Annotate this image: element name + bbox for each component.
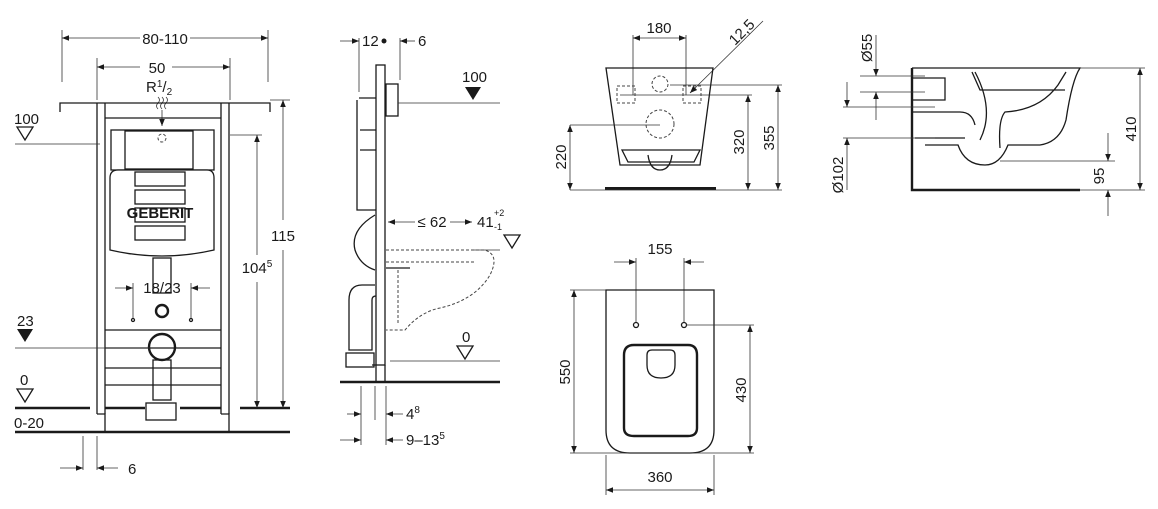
level-0-side-label: 0	[462, 329, 470, 346]
pan-top-view: 155 550 430 360	[557, 241, 754, 495]
level-23-label: 23	[17, 313, 34, 330]
dim-offset-4: 48	[406, 405, 420, 423]
dim-height-total: 115	[271, 228, 295, 245]
dim-foot-offset: 6	[128, 461, 136, 478]
dim-fixing-spacing: 180	[646, 20, 671, 37]
brand-logo: GEBERIT	[127, 205, 194, 222]
dim-fixing-diameter: 12,5	[726, 16, 759, 49]
level-100-label: 100	[14, 111, 39, 128]
dim-fixing-height: 320	[731, 129, 748, 154]
dim-offset-9: 9–135	[406, 431, 445, 449]
dim-width: 360	[647, 469, 672, 486]
label-water-inlet: R1/2	[146, 79, 173, 98]
dim-inlet-diameter: Ø55	[859, 34, 876, 62]
dim-bowl-depth: ≤ 62	[417, 214, 446, 231]
dim-height-cistern: 1045	[242, 259, 273, 277]
floor-range-label: 0-20	[14, 415, 44, 432]
level-0-label: 0	[20, 372, 28, 389]
dim-inner-width: 50	[149, 60, 166, 77]
dim-outlet-offset: 95	[1091, 168, 1108, 185]
dim-length: 550	[557, 359, 574, 384]
dim-drain-spacing: 18/23	[143, 280, 181, 297]
frame-front-view: 80-110 50 R1/2 GEBERIT 18/23 100	[14, 30, 295, 478]
dim-seat-length: 430	[733, 377, 750, 402]
dim-seat-hole-spacing: 155	[647, 241, 672, 258]
dim-outlet-diameter: Ø102	[830, 157, 847, 194]
dim-width-range: 80-110	[142, 31, 188, 48]
dim-outlet-height: 220	[553, 144, 570, 169]
frame-side-view: 12 6 100 ≤ 62 41+2-1 0 48 9–135	[340, 33, 522, 449]
pan-side-view: Ø55 Ø102 410 95	[830, 34, 1145, 216]
dim-depth-12: 12	[362, 33, 379, 50]
dim-depth-6: 6	[418, 33, 426, 50]
dim-bowl-height: 41+2-1	[477, 208, 504, 232]
level-100-side-label: 100	[462, 69, 487, 86]
pan-rear-view: 180 12,5 220 320 355	[553, 16, 782, 191]
dim-inlet-height: 355	[761, 125, 778, 150]
dim-total-height: 410	[1123, 116, 1140, 141]
